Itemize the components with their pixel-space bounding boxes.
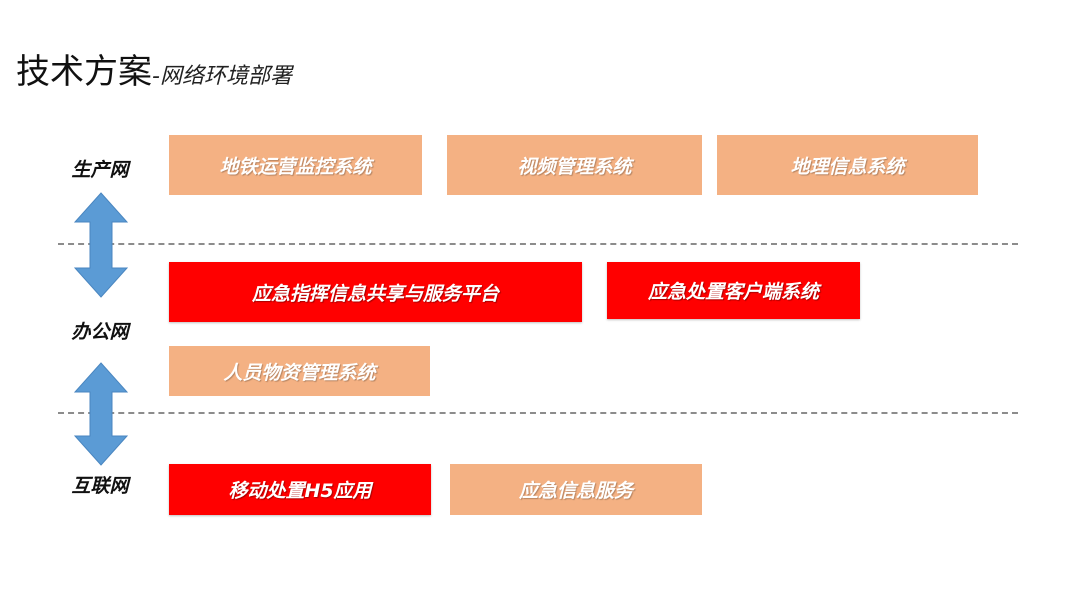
system-box-label: 应急处置客户端系统 bbox=[647, 281, 819, 303]
page-title: 技术方案-网络环境部署 bbox=[16, 44, 292, 93]
system-box-video-management[interactable]: 视频管理系统 bbox=[447, 135, 702, 195]
system-box-personnel-materials[interactable]: 人员物资管理系统 bbox=[169, 346, 430, 396]
system-box-metro-monitoring[interactable]: 地铁运营监控系统 bbox=[169, 135, 422, 195]
system-box-label: 地理信息系统 bbox=[790, 155, 905, 178]
system-box-mobile-h5[interactable]: 移动处置H5应用 bbox=[169, 464, 431, 515]
network-divider-bottom bbox=[58, 412, 1018, 414]
system-box-label: 应急信息服务 bbox=[518, 480, 633, 502]
system-box-emergency-info-service[interactable]: 应急信息服务 bbox=[450, 464, 702, 515]
system-box-emergency-client[interactable]: 应急处置客户端系统 bbox=[607, 262, 860, 319]
system-box-emergency-command-platform[interactable]: 应急指挥信息共享与服务平台 bbox=[169, 262, 582, 322]
title-main: 技术方案 bbox=[16, 52, 152, 92]
zone-label-production: 生产网 bbox=[71, 159, 129, 181]
system-box-label: 应急指挥信息共享与服务平台 bbox=[251, 282, 499, 305]
double-arrow-icon bbox=[74, 192, 128, 298]
system-box-label: 地铁运营监控系统 bbox=[219, 155, 372, 178]
zone-label-office: 办公网 bbox=[71, 321, 129, 343]
system-box-label: 人员物资管理系统 bbox=[223, 361, 376, 384]
double-arrow-icon bbox=[74, 362, 128, 466]
title-sub: -网络环境部署 bbox=[152, 64, 292, 89]
system-box-label: 视频管理系统 bbox=[517, 155, 632, 178]
network-divider-top bbox=[58, 243, 1018, 245]
system-box-label: 移动处置H5应用 bbox=[228, 480, 372, 502]
zone-label-internet: 互联网 bbox=[71, 475, 129, 497]
system-box-geographic-info[interactable]: 地理信息系统 bbox=[717, 135, 978, 195]
